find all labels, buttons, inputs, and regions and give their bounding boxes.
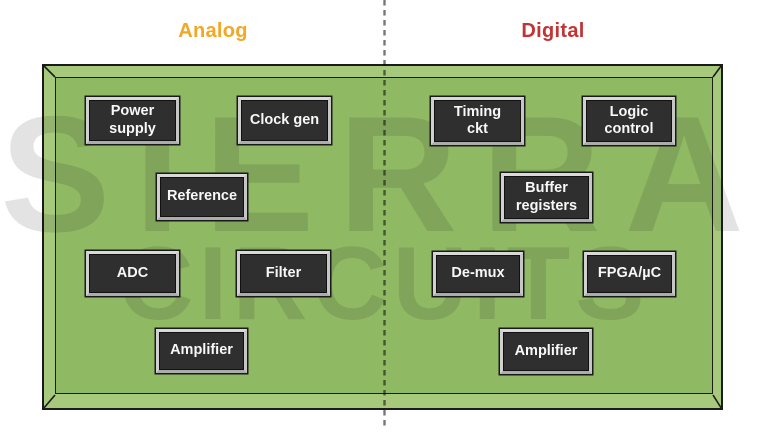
chip-de-mux: De-mux — [433, 252, 523, 296]
chip-timing-ckt: Timing ckt — [431, 97, 524, 145]
chip-amplifier-digital: Amplifier — [500, 329, 592, 374]
chip-clock-gen: Clock gen — [238, 97, 331, 144]
chip-fpga-uc: FPGA/µC — [584, 252, 675, 296]
chip-buffer-registers: Buffer registers — [501, 173, 592, 222]
digital-section-label: Digital — [521, 20, 585, 42]
chip-adc: ADC — [86, 251, 179, 296]
chip-logic-control: Logic control — [583, 97, 675, 145]
board-bevel-edges — [42, 64, 723, 410]
analog-section-label: Analog — [178, 20, 248, 42]
chip-reference: Reference — [157, 174, 247, 220]
chip-power-supply: Power supply — [86, 97, 179, 144]
chip-amplifier-analog: Amplifier — [156, 329, 247, 373]
chip-filter: Filter — [237, 251, 330, 296]
